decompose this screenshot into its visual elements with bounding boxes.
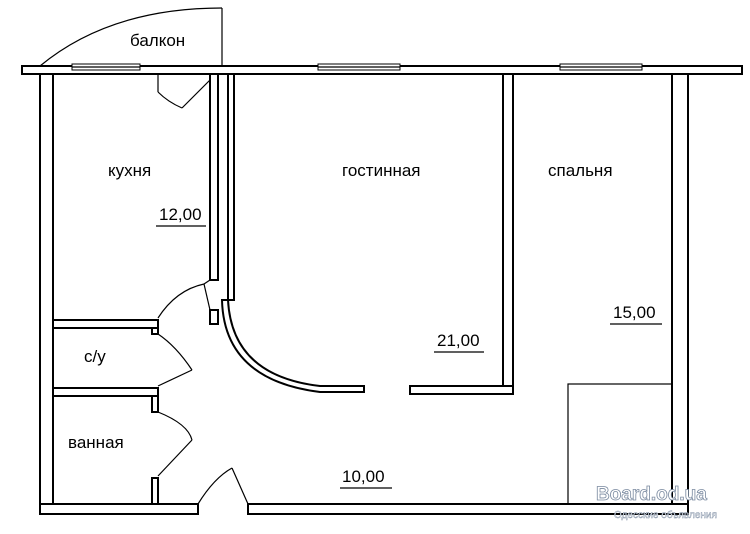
balcony-label: балкон <box>130 31 185 50</box>
living-window <box>317 63 401 71</box>
doors <box>157 74 249 505</box>
living-room-label: гостинная <box>342 161 421 180</box>
exterior-walls <box>21 65 743 515</box>
kitchen-area: 12,00 <box>159 205 202 224</box>
balcony-outline <box>39 7 223 67</box>
wc-label: с/у <box>84 347 106 366</box>
kitchen-door <box>157 279 211 319</box>
hall-area: 10,00 <box>342 467 385 486</box>
bedroom-label: спальня <box>548 161 613 180</box>
watermark-brand: Board.od.ua <box>596 484 707 505</box>
living-room-area: 21,00 <box>437 331 480 350</box>
windows <box>71 63 643 71</box>
kitchen-label: кухня <box>108 161 151 180</box>
bathroom-label: ванная <box>68 433 124 452</box>
interior-walls <box>52 73 514 505</box>
bathroom-door <box>157 411 193 477</box>
watermark-tagline: Одесские объявления <box>614 509 717 521</box>
kitchen-window <box>71 63 141 71</box>
bedroom-window <box>559 63 643 71</box>
bedroom-wardrobe <box>567 383 673 505</box>
entrance-door <box>197 467 249 505</box>
balcony-door <box>157 74 211 109</box>
bedroom-area: 15,00 <box>613 303 656 322</box>
wc-door <box>157 333 193 387</box>
